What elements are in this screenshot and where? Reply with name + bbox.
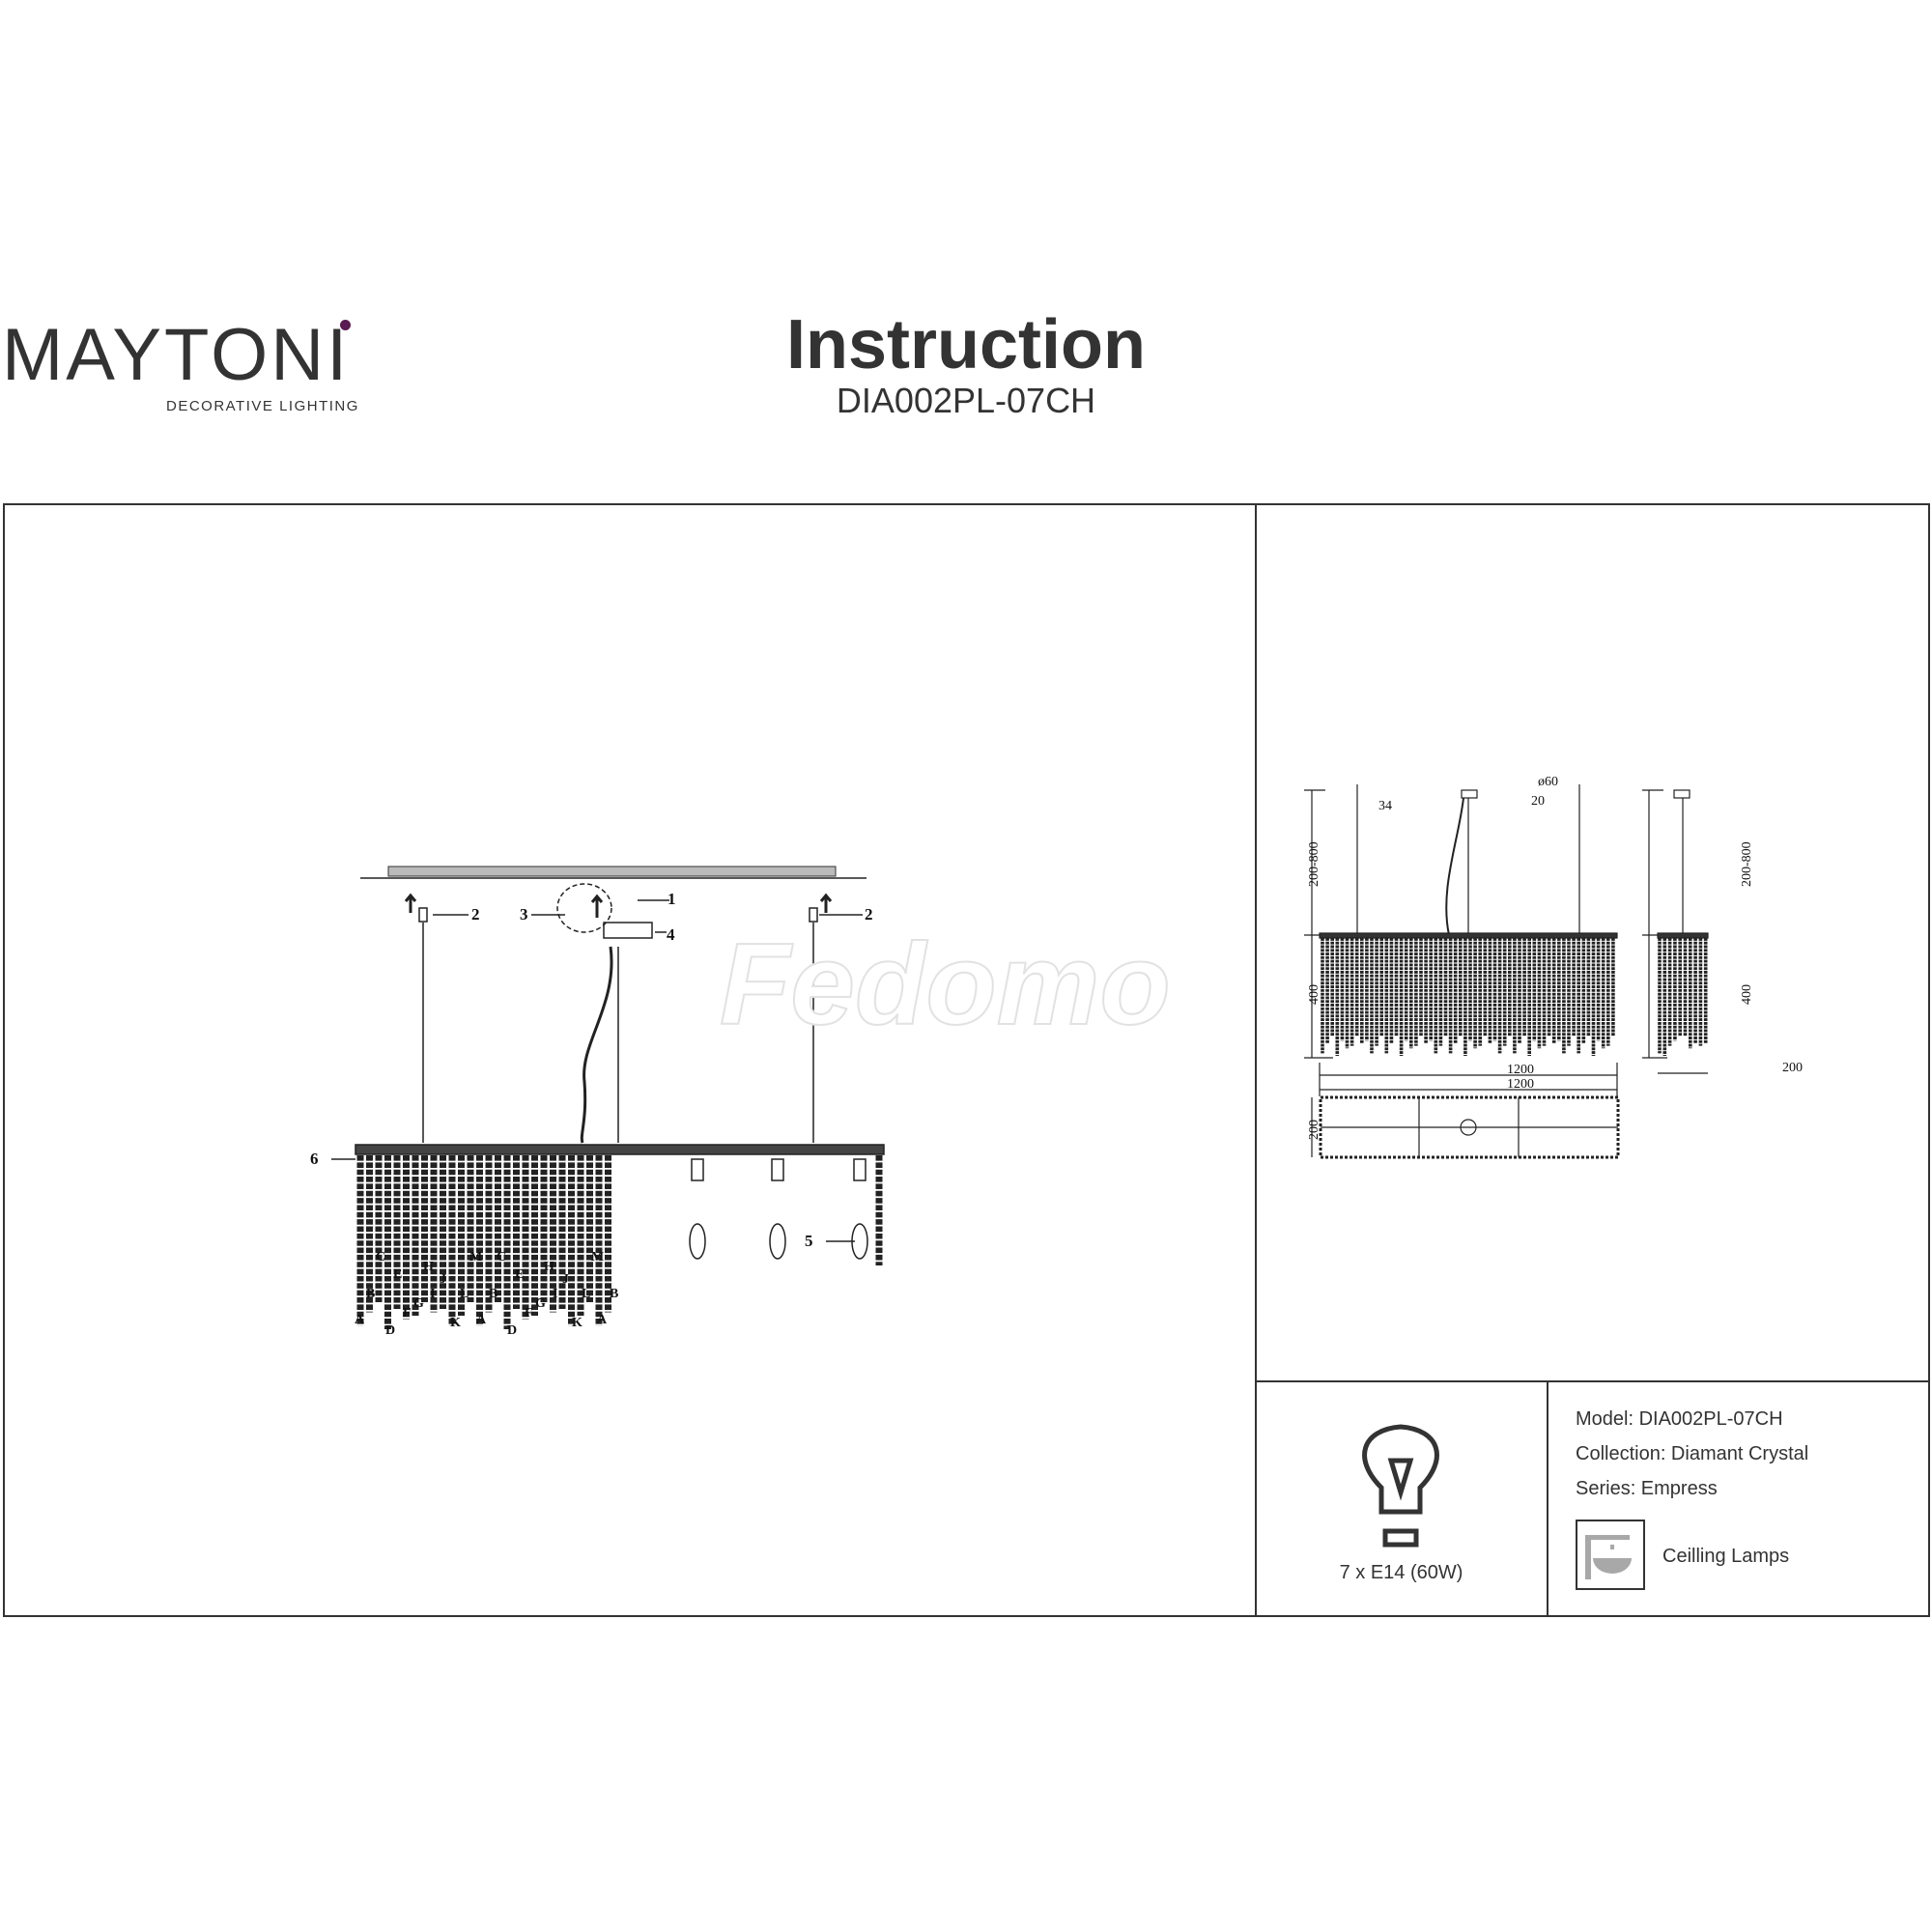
crystal-label: F [525,1306,533,1321]
crystal-label: J [440,1272,446,1287]
candle-bulb [851,1223,868,1260]
crystal-label: E [515,1267,525,1282]
part-label: 6 [310,1150,319,1168]
part-label: 3 [520,905,528,923]
crystal-label: L [582,1287,591,1301]
spec-model: Model: DIA002PL-07CH [1576,1408,1783,1430]
bulb-spec: 7 x E14 (60W) [1339,1562,1463,1583]
dim-hook: 34 [1378,799,1392,813]
page-title: Instruction [786,306,1146,384]
dim-length: 1200 [1507,1063,1534,1077]
crystal-label: C [376,1250,386,1264]
canopy-plan [1460,1119,1477,1136]
spec-series: Series: Empress [1576,1478,1718,1499]
part-label: 5 [805,1232,813,1250]
canopy-plate [603,922,653,939]
logo-wordmark: MAYTONI [2,314,351,396]
crystal-label: H [423,1260,434,1274]
part-label: 1 [668,890,676,908]
dim-length: 1200 [1507,1077,1534,1092]
bulbs [689,1158,868,1260]
crystal-label: B [366,1287,376,1301]
part-label: 4 [667,925,675,944]
divider [1547,1380,1548,1617]
dim-suspension: 200-800 [1307,841,1321,887]
crystal-label: A [597,1313,608,1327]
front-frame [1319,932,1618,939]
candle-bulb [769,1223,786,1260]
crystal-strands [356,1155,883,1329]
crystal-label: L [460,1287,469,1301]
crystal-label: J [562,1272,569,1287]
crystal-label: H [544,1260,554,1274]
front-crystal-strands [1321,938,1615,1056]
power-cable [1445,797,1464,936]
crystal-label: G [413,1296,424,1311]
lamp-holder [691,1158,704,1181]
bulb-icon [1362,1424,1439,1548]
up-arrow-icon [404,893,417,913]
model-code: DIA002PL-07CH [836,381,1096,420]
divider [1255,503,1257,1617]
logo-subtitle: DECORATIVE LIGHTING [166,398,359,414]
crystal-label: A [476,1313,487,1327]
divider [1255,1380,1930,1382]
crystal-label: I [553,1287,558,1301]
drawing-frame [3,503,1930,1617]
spec-collection: Collection: Diamant Crystal [1576,1443,1809,1464]
crystal-label: M [469,1250,483,1264]
dimension-drawing [1304,784,1709,1159]
crystal-label: F [403,1306,412,1321]
dim-canopy-height: 20 [1531,794,1545,809]
ceiling-hatch [387,866,837,877]
crystal-label: M [591,1250,605,1264]
side-crystal-strands [1658,938,1708,1056]
crystal-label: D [385,1323,396,1338]
dim-body-height: 400 [1307,984,1321,1005]
crystal-label: B [489,1287,498,1301]
candle-bulb [689,1223,706,1260]
crystal-label: K [572,1316,582,1330]
category-label: Ceilling Lamps [1662,1546,1790,1567]
part-label: 2 [471,905,480,923]
crystal-label: C [497,1250,507,1264]
dim-plan-width: 200 [1307,1120,1321,1140]
detail-circle [556,883,612,933]
dim-side-suspension: 200-800 [1740,841,1754,887]
power-cable [580,946,613,1144]
up-arrow-icon [590,894,604,918]
brand-logo: MAYTONI [2,319,350,392]
lamp-holder [853,1158,867,1181]
dim-side-width: 200 [1782,1061,1803,1075]
crystal-label: I [430,1287,436,1301]
dim-canopy-diameter: ø60 [1538,775,1558,789]
crystal-label: D [507,1323,518,1338]
lamp-holder [771,1158,784,1181]
assembly-drawing [331,866,885,1329]
watermark: Fedomo [719,919,1172,1050]
hook-2 [809,907,818,923]
up-arrow-icon [819,893,833,913]
crystal-label: K [450,1316,461,1330]
ceiling-lamp-icon [1576,1520,1645,1590]
crystal-label: G [535,1296,546,1311]
crystal-label: E [393,1267,403,1282]
crystal-label: A [355,1313,365,1327]
side-canopy [1673,789,1690,799]
logo-dot [340,320,351,330]
crystal-label: B [610,1287,619,1301]
frame-bar [355,1144,885,1155]
dim-side-body-height: 400 [1740,984,1754,1005]
part-label: 2 [865,905,873,923]
canopy [1461,789,1478,799]
hook-2 [418,907,428,923]
